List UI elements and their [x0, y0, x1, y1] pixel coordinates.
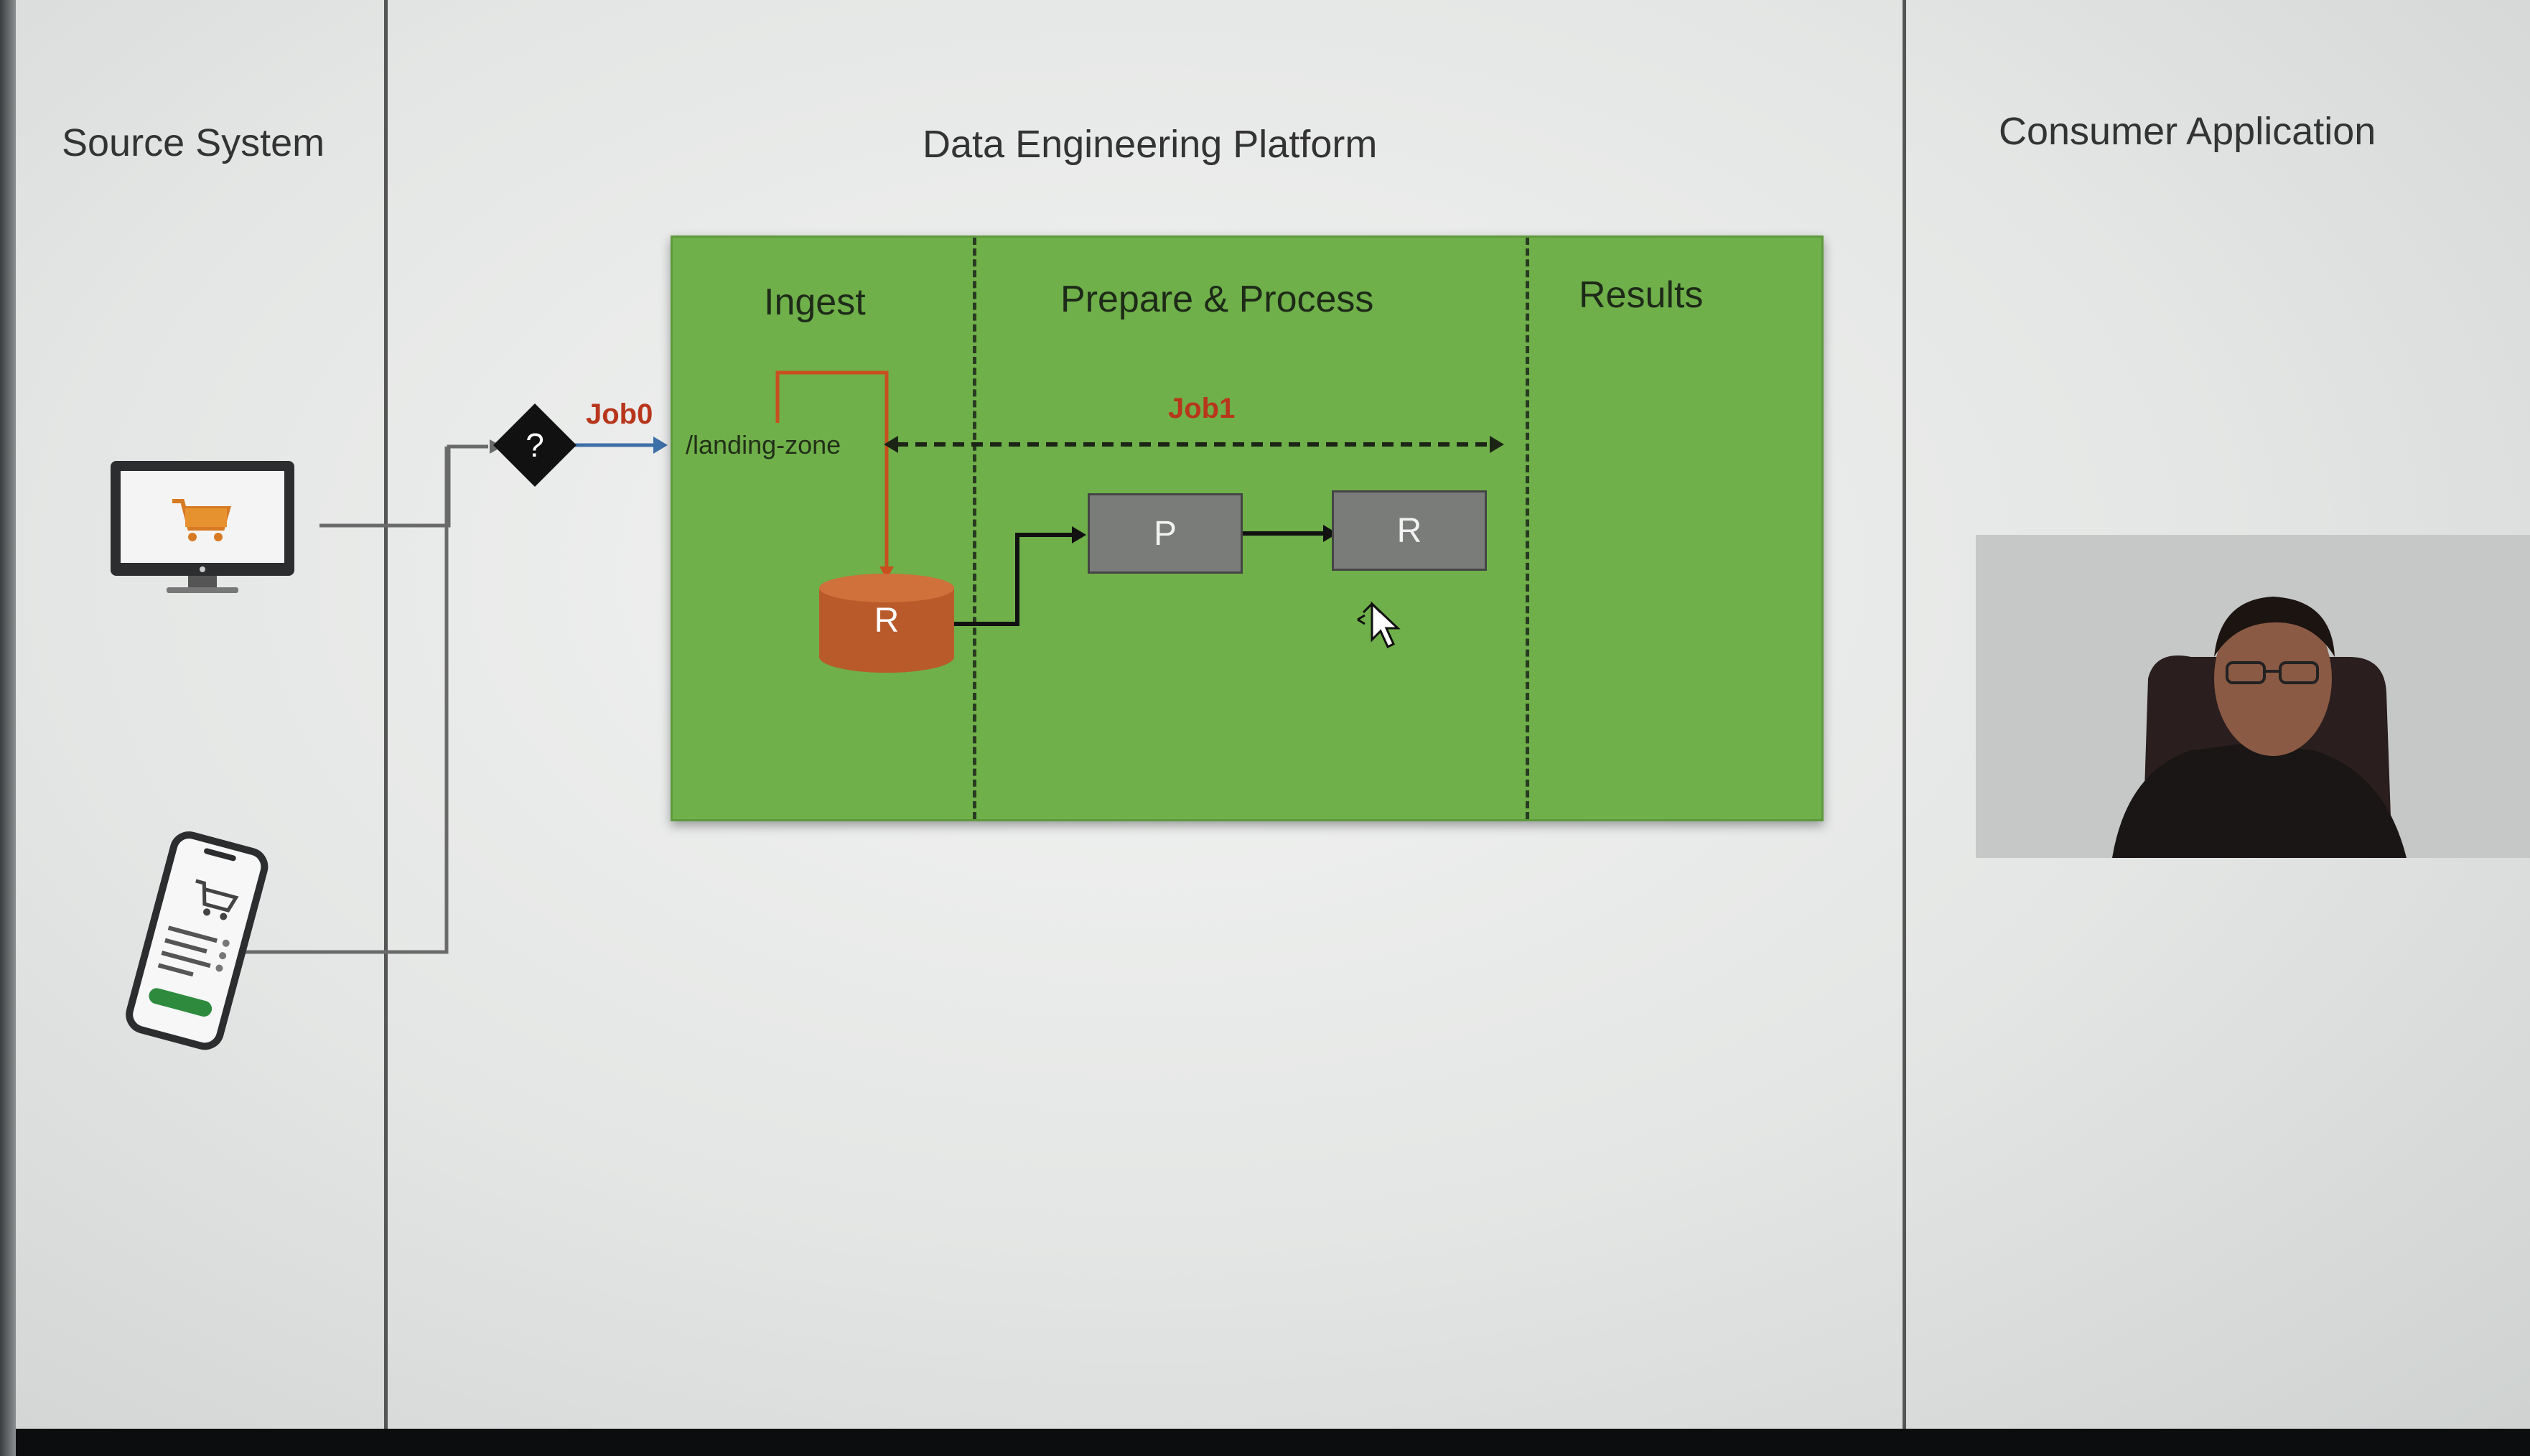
lane-divider-left	[384, 0, 388, 1429]
source-system-title: Source System	[62, 121, 325, 164]
desktop-shopping-cart-icon	[108, 458, 302, 602]
job1-label: Job1	[1168, 393, 1236, 424]
mobile-shopping-cart-icon	[113, 826, 279, 1063]
presenter-avatar	[1976, 535, 2530, 858]
stage-ingest-title: Ingest	[764, 281, 866, 323]
decision-node: ?	[493, 403, 577, 487]
lane-divider-right	[1903, 0, 1906, 1429]
consumer-application-title: Consumer Application	[1999, 110, 2376, 153]
stage-prepare-title: Prepare & Process	[1060, 279, 1374, 320]
raw-database-label: R	[874, 602, 900, 640]
landing-zone-label: /landing-zone	[686, 430, 841, 459]
result-node: R	[1332, 490, 1487, 571]
processing-area: Ingest Prepare & Process Results /landin…	[671, 235, 1824, 821]
job0-label: Job0	[586, 398, 653, 430]
move-cursor-icon	[1357, 601, 1401, 649]
stage-results-title: Results	[1579, 274, 1704, 316]
monitor-bezel-bottom	[0, 1429, 2530, 1456]
stage-divider-1	[973, 238, 976, 819]
stage-divider-2	[1526, 238, 1529, 819]
monitor-bezel-left	[0, 0, 16, 1456]
process-node: P	[1088, 493, 1243, 574]
database-cylinder-icon	[819, 574, 954, 673]
decision-symbol: ?	[526, 426, 544, 464]
platform-title: Data Engineering Platform	[923, 123, 1378, 166]
raw-database-node: R	[816, 572, 957, 677]
presenter-webcam	[1976, 535, 2530, 858]
platform-connectors	[775, 370, 1504, 626]
